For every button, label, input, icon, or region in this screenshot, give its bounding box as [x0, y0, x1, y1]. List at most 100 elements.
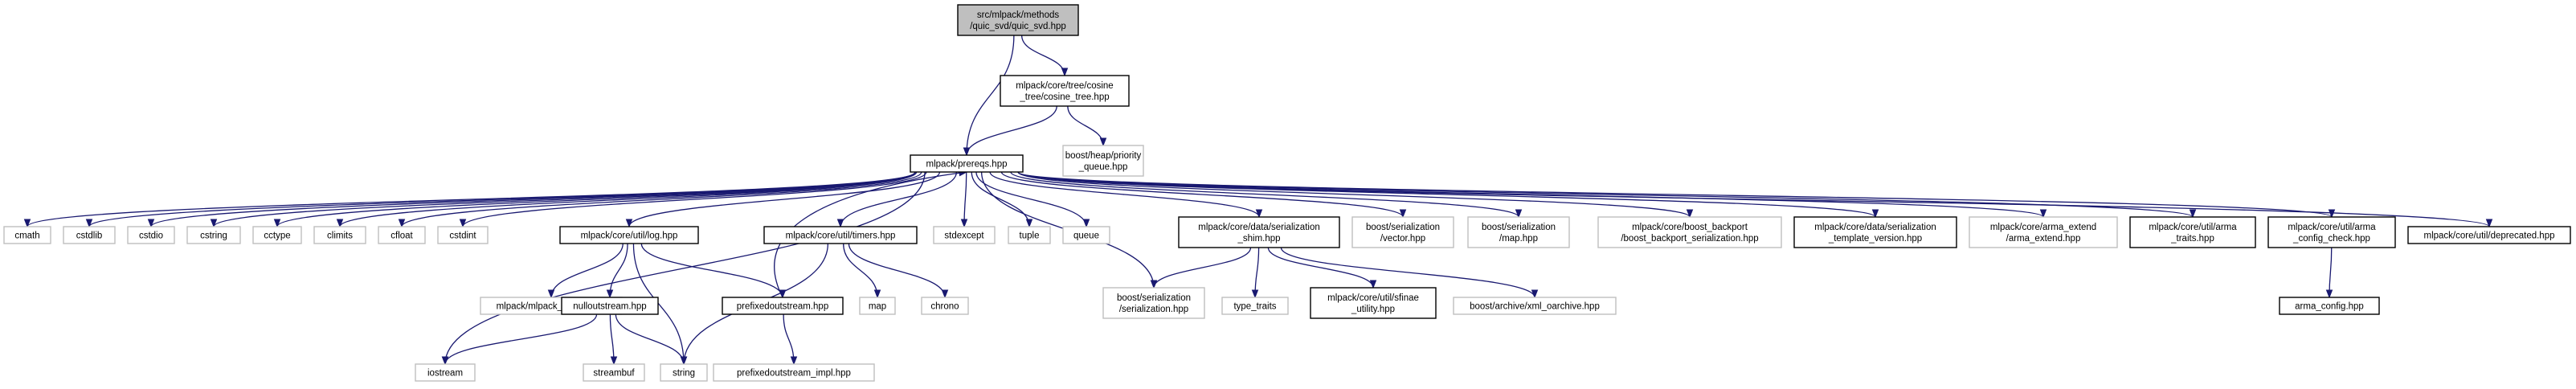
- node-box: [437, 226, 489, 244]
- node-label: mlpack/core/arma_extend: [1990, 223, 2096, 232]
- node-mlpack-core-util-log-hpp[interactable]: mlpack/core/util/log.hpp: [559, 226, 699, 244]
- node-label: cmath: [14, 231, 39, 241]
- node-boost-heap-priority-queue-hpp: boost/heap/priority_queue.hpp: [1062, 145, 1144, 177]
- edge-prereqs-to-cstdio: [150, 171, 916, 227]
- node-box: [1102, 287, 1205, 319]
- node-label: mlpack/core/util/log.hpp: [581, 231, 678, 241]
- node-label: boost/serialization: [1482, 223, 1556, 232]
- node-box: [957, 4, 1079, 36]
- edge-prereqs-to-boost-map: [1010, 171, 1519, 218]
- edge-prereqs-to-cstdint: [462, 171, 927, 227]
- node-label: type_traits: [1233, 302, 1276, 312]
- node-label: chrono: [930, 302, 959, 312]
- node-label: _config_check.hpp: [2292, 234, 2370, 244]
- edge-prereqs-to-arma-traits: [1017, 171, 2194, 218]
- edge-prereqs-to-arma-config-check: [1017, 171, 2333, 218]
- edge-prereqs-to-boost-backport-arrowhead: [1686, 209, 1694, 219]
- edge-prereqs-to-log-arrowhead: [625, 219, 633, 228]
- node-nulloutstream-hpp[interactable]: nulloutstream.hpp: [561, 297, 659, 315]
- node-boost-serialization-vector-hpp: boost/serialization/vector.hpp: [1351, 216, 1454, 248]
- node-mlpack-core-util-arma-config-check-hpp[interactable]: mlpack/core/util/arma_config_check.hpp: [2267, 216, 2396, 248]
- edge-nulloutstream-to-iostream: [444, 313, 598, 365]
- edge-log-to-prefixedoutstream: [640, 243, 783, 298]
- edge-prefixedoutstream-to-prereqs: [774, 171, 967, 298]
- node-label: /serialization.hpp: [1119, 305, 1188, 314]
- edge-nulloutstream-to-string: [615, 313, 685, 365]
- node-box: [933, 226, 996, 244]
- node-label: cstring: [200, 231, 227, 241]
- node-streambuf: streambuf: [583, 363, 645, 382]
- node-box: [583, 363, 645, 382]
- edge-log-to-string: [632, 243, 685, 365]
- node-box: [763, 226, 918, 244]
- node-box: [378, 226, 426, 244]
- edge-nulloutstream-to-iostream-arrowhead: [441, 356, 449, 366]
- node-stdexcept: stdexcept: [933, 226, 996, 244]
- node-label: cstdio: [139, 231, 163, 241]
- node-label: /quic_svd/quic_svd.hpp: [970, 22, 1066, 31]
- node-queue: queue: [1062, 226, 1110, 244]
- node-box: [415, 363, 476, 382]
- node-label: cstdlib: [76, 231, 103, 241]
- edge-ser-shim-to-boost-serialization: [1153, 247, 1252, 289]
- node-box: [1453, 297, 1617, 315]
- node-box: [713, 363, 875, 382]
- edge-prereqs-to-ser-template: [1017, 171, 1876, 218]
- node-mlpack-core-util-sfinae-utility-hpp[interactable]: mlpack/core/util/sfinae_utility.hpp: [1310, 287, 1437, 319]
- node-label: streambuf: [593, 369, 635, 379]
- node-box: [559, 226, 699, 244]
- edge-prereqs-to-cfloat-arrowhead: [398, 219, 406, 228]
- node-label: tuple: [1020, 231, 1040, 241]
- node-box: [1793, 216, 1957, 248]
- node-string: string: [660, 363, 708, 382]
- node-mlpack-core-util-deprecated-hpp[interactable]: mlpack/core/util/deprecated.hpp: [2407, 226, 2571, 244]
- node-box: [186, 226, 241, 244]
- node-mlpack-prereqs-hpp[interactable]: mlpack/prereqs.hpp: [910, 154, 1024, 173]
- node-box: [921, 297, 969, 315]
- edge-ser-shim-to-xml-oarchive: [1280, 247, 1535, 298]
- node-box: [2279, 297, 2380, 315]
- node-label: boost/archive/xml_oarchive.hpp: [1470, 302, 1600, 312]
- edge-prereqs-to-stdexcept-arrowhead: [960, 219, 968, 228]
- node-label: iostream: [427, 369, 463, 379]
- edge-timers-to-chrono-arrowhead: [941, 289, 949, 299]
- edge-prereqs-to-cstring: [213, 171, 916, 227]
- node-label: _shim.hpp: [1237, 234, 1280, 244]
- node-mlpack-core-data-serialization-shim-hpp[interactable]: mlpack/core/data/serialization_shim.hpp: [1178, 216, 1340, 248]
- node-chrono: chrono: [921, 297, 969, 315]
- node-src-mlpack-methods-quic-svd-quic-svd-hpp[interactable]: src/mlpack/methods/quic_svd/quic_svd.hpp: [957, 4, 1079, 36]
- edge-prereqs-to-queue: [975, 171, 1087, 227]
- edge-root-to-prereqs: [966, 35, 1015, 156]
- edge-prereqs-to-cstdio-arrowhead: [147, 219, 155, 228]
- node-label: mlpack/core/util/deprecated.hpp: [2423, 231, 2554, 241]
- edge-prereqs-to-arma-traits-arrowhead: [2189, 209, 2197, 219]
- node-mlpack-core-data-serialization-template-version-hpp[interactable]: mlpack/core/data/serialization_template_…: [1793, 216, 1957, 248]
- edge-log-to-nulloutstream: [609, 243, 628, 298]
- node-boost-serialization-map-hpp: boost/serialization/map.hpp: [1467, 216, 1570, 248]
- node-mlpack-core-tree-cosine-tree-cosine-tree-hpp[interactable]: mlpack/core/tree/cosine_tree/cosine_tree…: [1000, 75, 1130, 107]
- node-box: [561, 297, 659, 315]
- node-label: /boost_backport_serialization.hpp: [1621, 234, 1758, 244]
- edge-prereqs-to-cstdint-arrowhead: [459, 219, 467, 228]
- node-prefixedoutstream-hpp[interactable]: prefixedoutstream.hpp: [722, 297, 844, 315]
- edge-nulloutstream-to-string-arrowhead: [680, 356, 688, 366]
- node-mlpack-core-util-timers-hpp[interactable]: mlpack/core/util/timers.hpp: [763, 226, 918, 244]
- node-label: mlpack/core/util/sfinae: [1327, 293, 1419, 303]
- node-label: _tree/cosine_tree.hpp: [1019, 92, 1109, 102]
- node-cctype: cctype: [252, 226, 302, 244]
- edge-timers-to-map: [843, 243, 878, 298]
- edge-log-to-nulloutstream-arrowhead: [606, 289, 614, 299]
- node-label: mlpack/core/tree/cosine: [1016, 81, 1113, 91]
- edge-prereqs-to-cctype: [276, 171, 916, 227]
- edge-prereqs-to-cstring-arrowhead: [210, 219, 218, 228]
- edge-cosine-tree-to-priority-queue: [1067, 105, 1104, 146]
- node-boost-serialization-serialization-hpp: boost/serialization/serialization.hpp: [1102, 287, 1205, 319]
- node-label: mlpack/prereqs.hpp: [926, 160, 1008, 170]
- edge-nulloutstream-to-streambuf-arrowhead: [610, 356, 618, 366]
- edge-cosine-tree-to-priority-queue-arrowhead: [1099, 137, 1107, 147]
- node-box: [1969, 216, 2118, 248]
- node-box: [722, 297, 844, 315]
- node-label: /arma_extend.hpp: [2006, 234, 2081, 244]
- node-mlpack-core-util-arma-traits-hpp[interactable]: mlpack/core/util/arma_traits.hpp: [2129, 216, 2256, 248]
- node-arma-config-hpp[interactable]: arma_config.hpp: [2279, 297, 2380, 315]
